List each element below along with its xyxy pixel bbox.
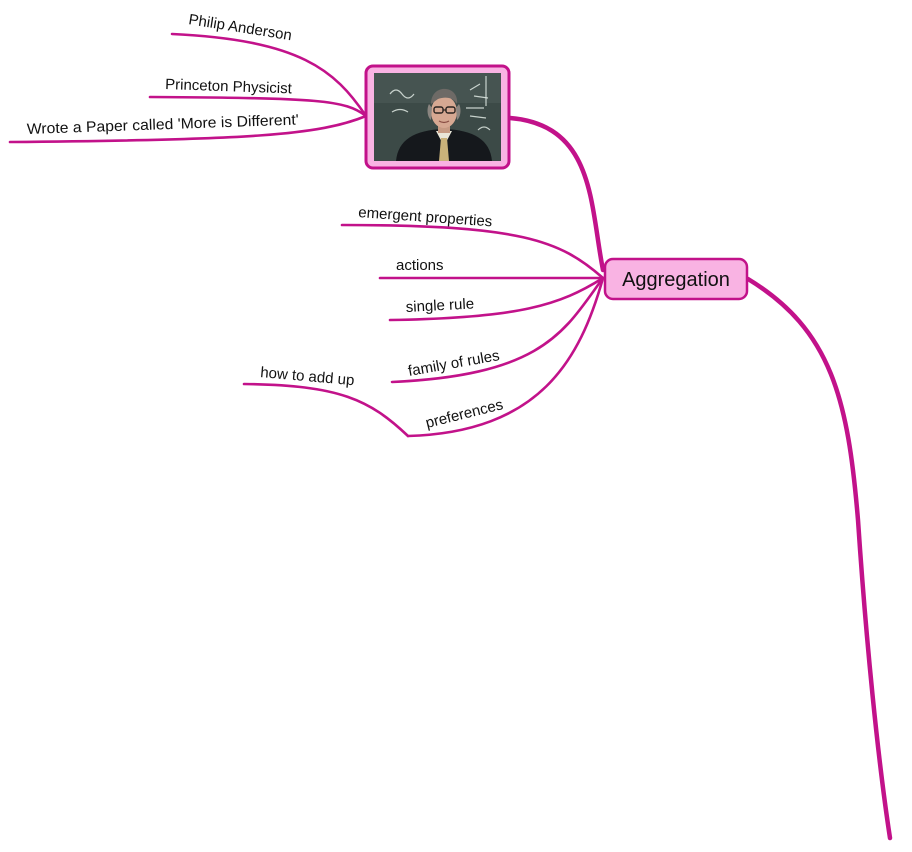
central-topic-label[interactable]: Aggregation [622, 269, 730, 291]
portrait-photo-icon [374, 73, 501, 161]
central-topic-node[interactable]: Aggregation [603, 257, 749, 301]
topic-label-more-is-different[interactable]: Wrote a Paper called 'More is Different' [27, 112, 300, 138]
central-topic-box [603, 257, 749, 301]
branch-single-rule [388, 276, 605, 322]
branch-connectors [8, 32, 893, 841]
branch-preferences [406, 276, 605, 438]
branch-philip-anderson [170, 32, 368, 118]
topic-label-princeton-physicist[interactable]: Princeton Physicist [165, 76, 293, 97]
image-topic-node[interactable] [364, 64, 511, 170]
branch-emergent-properties [340, 223, 605, 280]
branch-princeton-physicist [148, 95, 368, 118]
branch-aggregation-long-trunk [745, 276, 893, 841]
branch-how-to-add-up [242, 382, 410, 438]
topic-label-single-rule[interactable]: single rule [405, 295, 474, 316]
image-topic-labels: Philip Anderson Princeton Physicist Wrot… [27, 11, 300, 138]
topic-label-philip-anderson[interactable]: Philip Anderson [187, 11, 293, 44]
topic-label-preferences[interactable]: preferences [424, 396, 505, 432]
branch-family-of-rules [390, 276, 605, 384]
subtopic-labels: emergent properties actions single rule … [260, 204, 505, 432]
branch-aggregation-to-image [507, 115, 606, 273]
branch-more-is-different [8, 114, 368, 144]
topic-label-actions[interactable]: actions [396, 257, 444, 274]
